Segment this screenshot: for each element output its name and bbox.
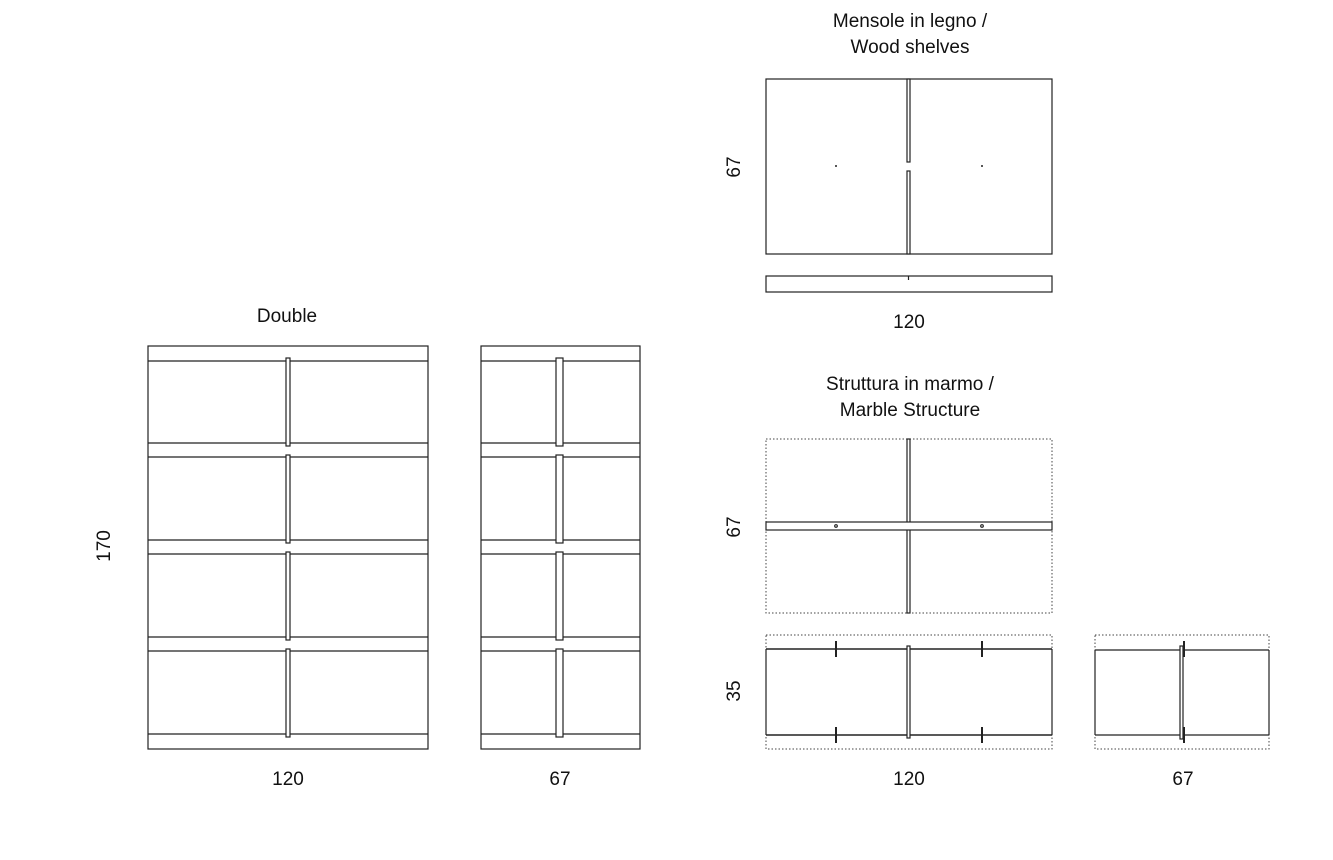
double-side-view	[480, 345, 641, 750]
marble-structure-front-width-label: 120	[893, 769, 925, 790]
double-side-width-label: 67	[549, 769, 571, 790]
marble-structure-front-view	[765, 634, 1053, 750]
marble-structure-side-width-label: 67	[1172, 769, 1194, 790]
wood-shelves-title-line2: Wood shelves	[850, 37, 970, 58]
wood-shelves-title-line1: Mensole in legno /	[832, 11, 988, 32]
marble-structure-top-view	[765, 438, 1053, 614]
wood-shelves-top-view	[765, 78, 1053, 255]
hole-marker	[981, 165, 983, 167]
double-front-width-label: 120	[272, 769, 304, 790]
double-front-view	[147, 345, 429, 750]
marble-structure-title-line2: Marble Structure	[839, 400, 981, 421]
hole-marker	[835, 165, 837, 167]
hole-marker	[980, 524, 984, 528]
wood-shelves-front-view	[765, 275, 1053, 293]
double-title: Double	[256, 306, 318, 327]
marble-structure-title-line1: Struttura in marmo /	[826, 374, 994, 395]
marble-structure-side-view	[1094, 634, 1270, 750]
hole-marker	[834, 524, 838, 528]
wood-shelves-width-label: 120	[893, 312, 925, 333]
